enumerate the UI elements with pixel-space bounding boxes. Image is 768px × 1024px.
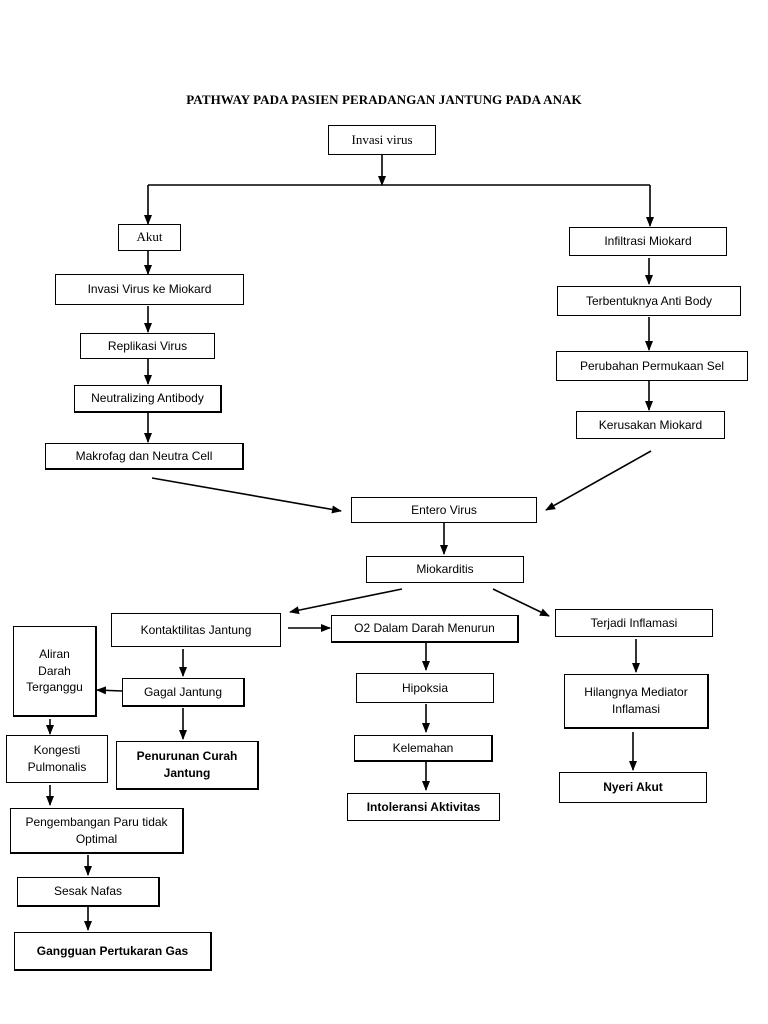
node-intoleransi-aktivitas: Intoleransi Aktivitas <box>347 793 500 821</box>
node-kongesti-pulmonalis: Kongesti Pulmonalis <box>6 735 108 783</box>
node-o2-dalam-darah-menurun: O2 Dalam Darah Menurun <box>331 615 519 643</box>
node-kelemahan: Kelemahan <box>354 735 493 762</box>
edge-gagal-to-aliran <box>96 686 123 695</box>
node-pengembangan-paru: Pengembangan Paru tidak Optimal <box>10 808 184 854</box>
node-sesak-nafas: Sesak Nafas <box>17 877 160 907</box>
node-hilangnya-mediator-inflamasi: Hilangnya Mediator Inflamasi <box>564 674 709 729</box>
node-perubahan-permukaan-sel: Perubahan Permukaan Sel <box>556 351 748 381</box>
node-akut: Akut <box>118 224 181 251</box>
node-terbentuknya-anti-body: Terbentuknya Anti Body <box>557 286 741 316</box>
diagram-title: PATHWAY PADA PASIEN PERADANGAN JANTUNG P… <box>186 92 582 107</box>
node-invasi-virus-ke-miokard: Invasi Virus ke Miokard <box>55 274 244 305</box>
edge-miokarditis-to-kontaktilitas <box>289 588 403 615</box>
edge-makrofag-to-entero <box>151 477 342 514</box>
node-kontaktilitas-jantung: Kontaktilitas Jantung <box>111 613 281 647</box>
node-nyeri-akut: Nyeri Akut <box>559 772 707 803</box>
node-miokarditis: Miokarditis <box>366 556 524 583</box>
node-penurunan-curah-jantung: Penurunan Curah Jantung <box>116 741 259 790</box>
node-terjadi-inflamasi: Terjadi Inflamasi <box>555 609 713 637</box>
edge-miokarditis-to-inflamasi <box>492 588 550 617</box>
node-replikasi-virus: Replikasi Virus <box>80 333 215 359</box>
node-gangguan-pertukaran-gas: Gangguan Pertukaran Gas <box>14 932 212 971</box>
node-makrofag-neutra-cell: Makrofag dan Neutra Cell <box>45 443 244 470</box>
node-entero-virus: Entero Virus <box>351 497 537 523</box>
node-neutralizing-antibody: Neutralizing Antibody <box>74 385 222 413</box>
node-invasi-virus: Invasi virus <box>328 125 436 155</box>
node-infiltrasi-miokard: Infiltrasi Miokard <box>569 227 727 256</box>
node-gagal-jantung: Gagal Jantung <box>122 678 245 707</box>
edge-kerusakan-to-entero <box>545 450 652 511</box>
node-aliran-darah-terganggu: Aliran Darah Terganggu <box>13 626 97 717</box>
node-hipoksia: Hipoksia <box>356 673 494 703</box>
node-kerusakan-miokard: Kerusakan Miokard <box>576 411 725 439</box>
